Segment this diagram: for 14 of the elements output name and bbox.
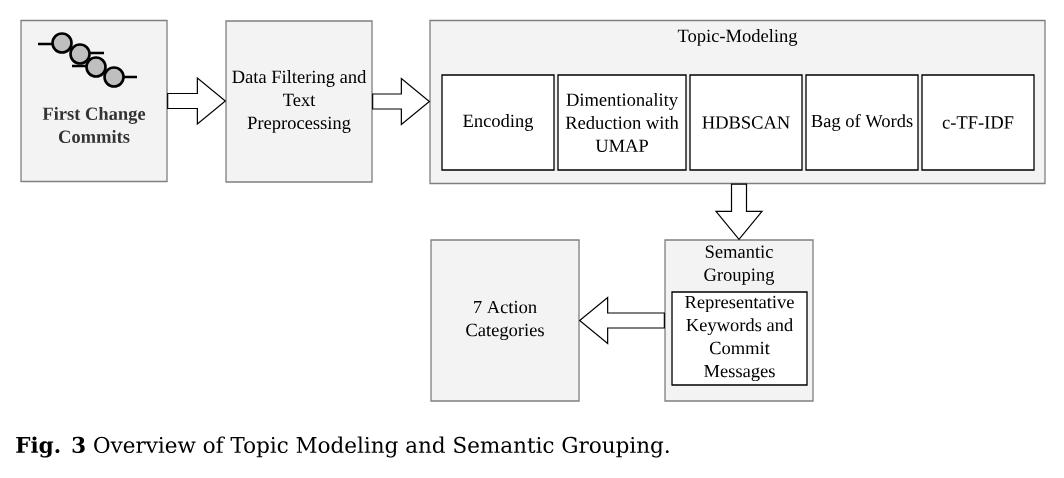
block-arrow	[578, 296, 665, 345]
process-box: First Change Commits	[20, 19, 168, 183]
output-box: 7 Action Categories	[430, 239, 580, 402]
step-box: Dimentionality Reduction with UMAP	[557, 74, 687, 171]
figure-caption: Fig. 3 Overview of Topic Modeling and Semantic Grouping.	[16, 436, 669, 458]
block-arrow	[167, 76, 227, 126]
step-box: c-TF-IDF	[921, 74, 1035, 171]
step-box: Representative Keywords and Commit Messages	[671, 291, 808, 386]
step-box: HDBSCAN	[689, 74, 803, 171]
step-box: Encoding	[441, 74, 555, 171]
block-arrow	[372, 77, 431, 126]
block-arrow	[714, 183, 764, 241]
step-box: Bag of Words	[805, 74, 919, 171]
process-box: Data Filtering and Text Preprocessing	[225, 20, 373, 183]
